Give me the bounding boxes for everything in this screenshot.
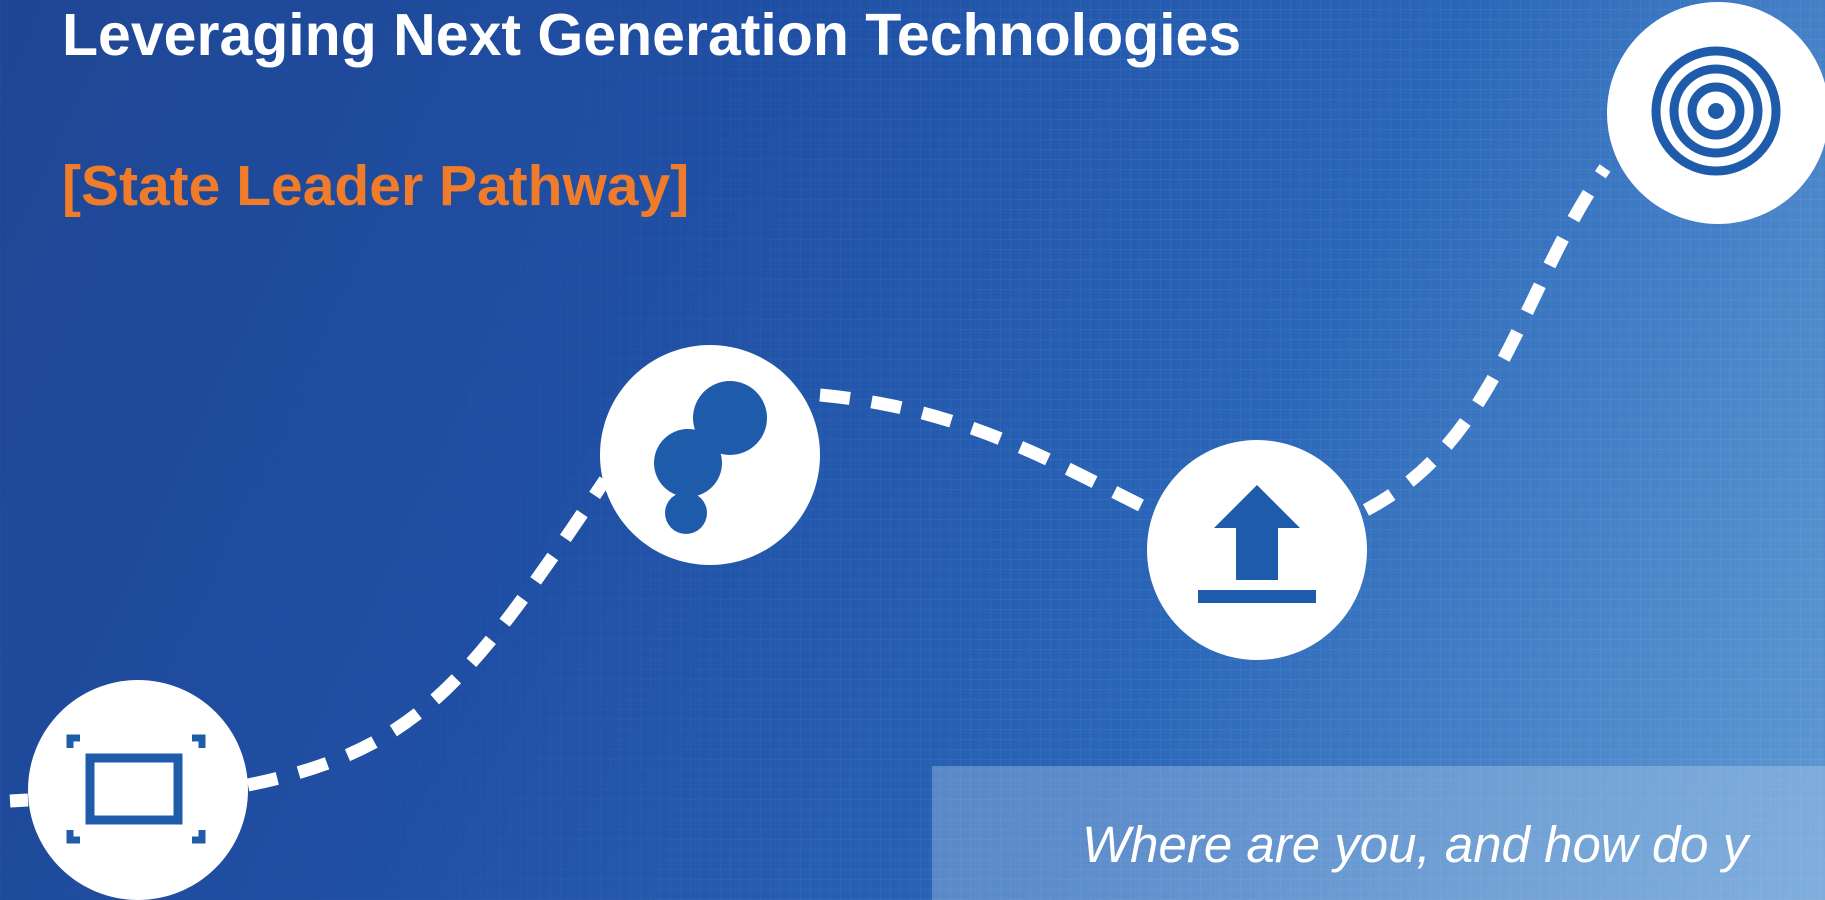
upload-icon bbox=[1198, 485, 1316, 603]
pathway-node-4[interactable] bbox=[1607, 2, 1825, 224]
pathway-node-1[interactable] bbox=[28, 680, 248, 900]
frame-icon bbox=[66, 734, 206, 844]
question-panel: Where are you, and how do y bbox=[932, 766, 1825, 900]
target-icon bbox=[1651, 46, 1781, 176]
slide-title: Leveraging Next Generation Technologies bbox=[62, 2, 1242, 68]
bubbles-icon bbox=[654, 381, 767, 534]
pathway-node-2[interactable] bbox=[600, 345, 820, 565]
pathway-node-3[interactable] bbox=[1147, 440, 1367, 660]
question-text: Where are you, and how do y bbox=[1082, 816, 1749, 873]
pathway-subtitle: [State Leader Pathway] bbox=[62, 154, 690, 218]
